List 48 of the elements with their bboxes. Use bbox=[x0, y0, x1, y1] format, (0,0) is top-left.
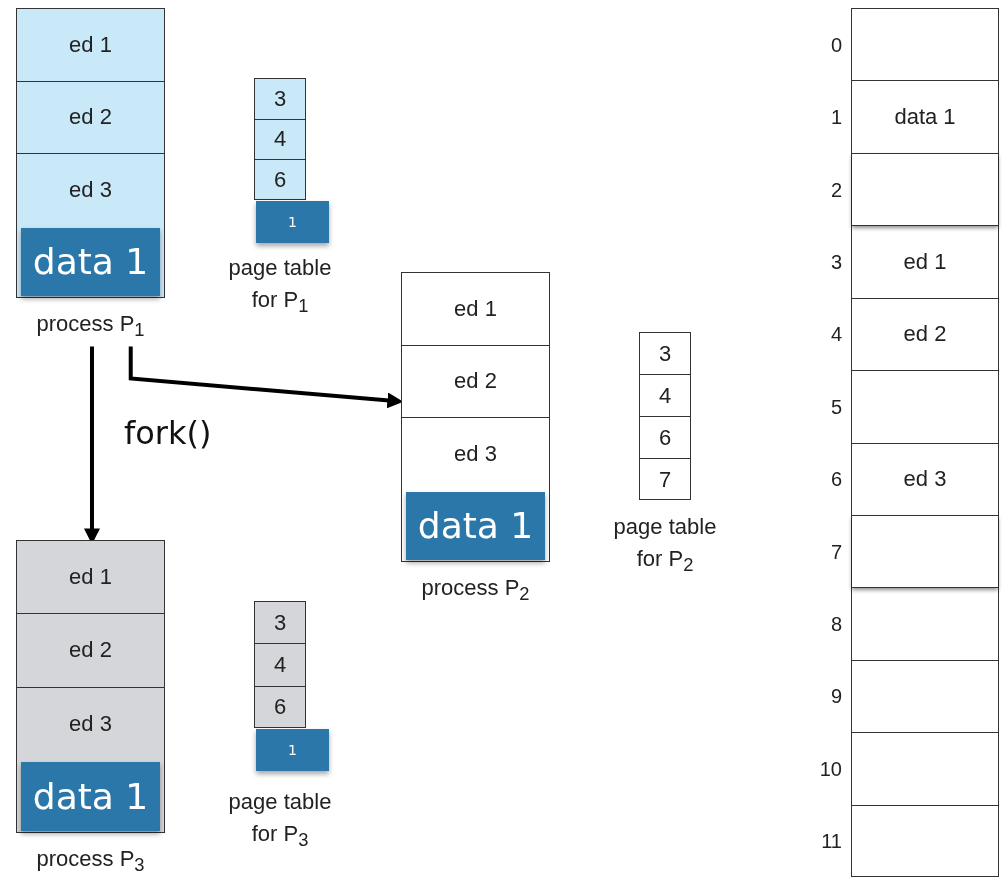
frame-number: 11 bbox=[821, 829, 842, 853]
frame-number: 10 bbox=[819, 757, 842, 781]
highlighted-cell: 1 bbox=[256, 729, 329, 771]
frame-content: ed 3 bbox=[903, 466, 947, 493]
page-table-entry: 3 bbox=[640, 332, 690, 374]
page-table-entry: 3 bbox=[255, 601, 305, 644]
frame-content: ed 2 bbox=[903, 321, 947, 348]
highlighted-cell: data 1 bbox=[21, 761, 160, 831]
frame-number: 3 bbox=[830, 250, 842, 274]
frame-content: ed 1 bbox=[903, 248, 947, 275]
page-table-caption: page table for P$_{3}$ bbox=[227, 788, 333, 853]
page-table-entry: 4 bbox=[255, 118, 305, 160]
frame-number: 5 bbox=[830, 395, 842, 419]
page-table-entry: 3 bbox=[255, 78, 305, 119]
page-cell: ed 2 bbox=[402, 344, 549, 417]
highlighted-cell: 1 bbox=[256, 201, 329, 243]
page-cell: ed 3 bbox=[17, 686, 164, 760]
page-cell: ed 3 bbox=[402, 417, 549, 490]
frame-number: 6 bbox=[830, 467, 842, 491]
frame-content: data 1 bbox=[894, 104, 956, 131]
highlighted-cell: data 1 bbox=[406, 491, 545, 560]
frame-number: 9 bbox=[830, 684, 842, 708]
page-table-entry: 7 bbox=[640, 458, 690, 500]
page-table bbox=[254, 601, 306, 728]
page-table-entry: 6 bbox=[255, 159, 305, 200]
page-cell: ed 1 bbox=[17, 540, 164, 614]
page-cell: ed 1 bbox=[402, 272, 549, 345]
frame-number: 2 bbox=[830, 178, 842, 202]
page-cell: ed 2 bbox=[17, 80, 164, 153]
process-caption: process P$_{1}$ bbox=[36, 310, 145, 343]
frame-number: 7 bbox=[830, 540, 842, 564]
page-table-entry: 4 bbox=[640, 374, 690, 416]
process-caption: process P$_{3}$ bbox=[36, 845, 145, 878]
page-cell: ed 3 bbox=[17, 153, 164, 226]
page-table bbox=[254, 78, 306, 200]
frame-number: 4 bbox=[830, 322, 842, 346]
page-table-entry: 4 bbox=[255, 643, 305, 686]
page-cell: ed 2 bbox=[17, 613, 164, 687]
page-table-entry: 6 bbox=[640, 416, 690, 458]
process-caption: process P$_{2}$ bbox=[421, 574, 530, 607]
frame-number: 0 bbox=[830, 33, 842, 57]
frame-number: 8 bbox=[830, 612, 842, 636]
page-table-entry: 6 bbox=[255, 685, 305, 728]
frame-number: 1 bbox=[830, 105, 842, 129]
page-cell: ed 1 bbox=[17, 8, 164, 81]
page-table-caption: page table for P$_{1}$ bbox=[227, 254, 333, 319]
highlighted-cell: data 1 bbox=[21, 227, 160, 296]
page-table-caption: page table for P$_{2}$ bbox=[612, 513, 718, 578]
